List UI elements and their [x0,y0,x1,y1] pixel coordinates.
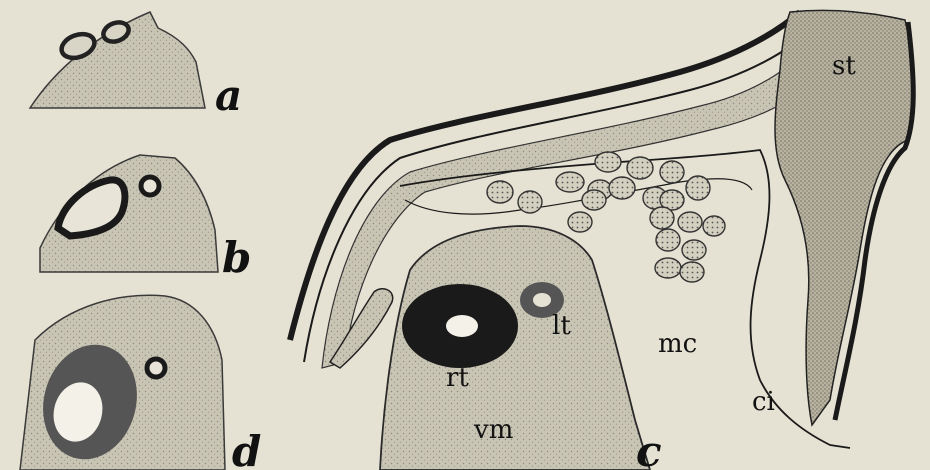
panel-d-vessel-small [147,359,165,377]
label-vm: vm [473,415,513,445]
panel-a: a [30,12,242,120]
ovoid-cell [595,152,621,172]
label-rt: rt [446,363,469,393]
ovoid-cell [680,262,704,282]
label-mc: mc [658,329,697,359]
ovoid-cell [656,229,680,251]
panel-a-letter: a [215,71,242,120]
panel-d-letter: d [232,427,261,470]
ovoid-cell [582,190,606,210]
ovoid-cell [568,212,592,232]
ovoid-cell [518,191,542,213]
panel-c-lt-lumen [533,293,551,307]
ovoid-cell [609,177,635,199]
ovoid-cell [627,157,653,179]
ovoid-cell [678,212,702,232]
panel-d: d [20,295,261,470]
ovoid-cell [487,181,513,203]
ovoid-cell [650,207,674,229]
label-ci: ci [752,387,775,417]
ovoid-cell [660,161,684,183]
ovoid-cell [655,258,681,278]
ovoid-cell [556,172,584,192]
panel-c-rt-lumen [446,315,478,337]
ovoid-cell [682,240,706,260]
ovoid-cell [686,176,710,200]
ovoid-cell [703,216,725,236]
panel-b-vessel-small [141,177,159,195]
panel-c-letter: c [636,427,662,470]
panel-b: b [40,155,251,282]
label-st: st [832,51,856,81]
label-lt: lt [552,311,571,341]
panel-b-letter: b [222,233,251,282]
panel-c: st rt lt mc vm ci c [290,10,914,470]
